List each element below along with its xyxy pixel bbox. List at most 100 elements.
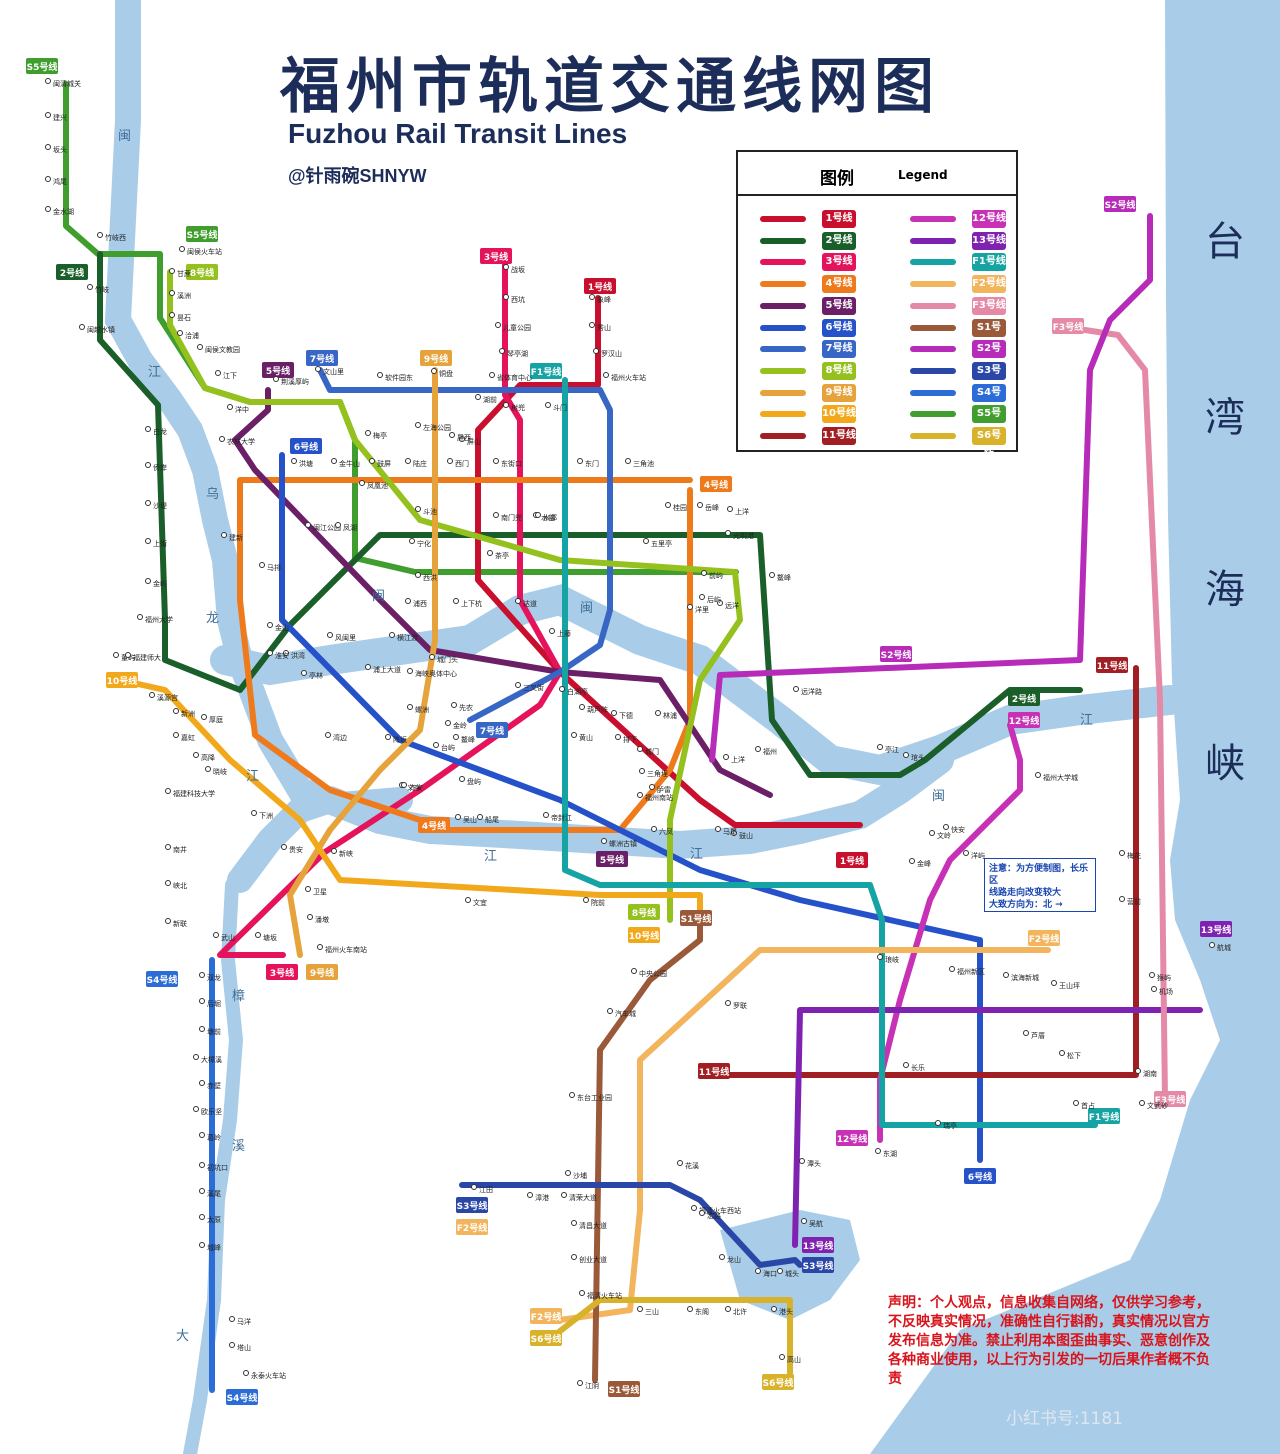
sea-area — [870, 0, 1280, 1454]
station-label: 福建科技大学 — [173, 789, 215, 798]
line-tag-label: 9号线 — [424, 353, 448, 365]
station-label: 后堀 — [207, 999, 221, 1008]
route-S6号线 — [552, 1297, 793, 1378]
legend-color-swatch — [760, 216, 806, 222]
legend-color-swatch — [760, 389, 806, 396]
route-3号线 — [217, 259, 563, 958]
line-tag: F1号线 — [1088, 1108, 1120, 1124]
line-tag-bg — [1028, 930, 1060, 946]
legend-color-swatch — [760, 346, 806, 353]
station-dot — [145, 500, 151, 506]
station-label: 高山 — [787, 1355, 801, 1364]
station-dot — [169, 312, 175, 318]
line-tag-label: S5号线 — [187, 229, 218, 241]
legend-line-badge: S3号线 — [972, 361, 1006, 394]
line-tag: 2号线 — [1008, 690, 1040, 706]
station-label: 双龙 — [207, 973, 221, 982]
station-dot — [145, 578, 151, 584]
station-dot — [315, 366, 321, 372]
station-label: 城头 — [785, 1269, 799, 1278]
line-tag-bg — [584, 278, 616, 294]
station-label: 陆庄 — [413, 459, 427, 468]
legend-item: 1号线 — [738, 210, 866, 228]
station-label: 南井 — [173, 845, 187, 854]
station-label: 远洋 — [725, 601, 739, 610]
station-label: 岳峰 — [705, 503, 719, 512]
station-label: 远洋路 — [801, 687, 822, 696]
station-dot — [451, 702, 457, 708]
station-label: 排下 — [623, 735, 637, 744]
station-dot — [687, 604, 693, 610]
route-11号线 — [727, 665, 1139, 1078]
station-dot — [431, 368, 437, 374]
station-label: 溪洲 — [177, 291, 191, 300]
station-dot — [949, 966, 955, 972]
line-tag-label: 10号线 — [629, 930, 660, 942]
station-label: 上下杭 — [461, 599, 482, 608]
river-label: 江 — [246, 769, 259, 784]
station-dot — [725, 530, 731, 536]
river-label: 乌 — [206, 486, 219, 502]
line-tag-label: 6号线 — [294, 441, 318, 453]
station-dot — [409, 538, 415, 544]
legend-item: S1号线 — [888, 318, 1016, 351]
station-dot — [113, 652, 119, 658]
line-tag-bg — [306, 350, 338, 366]
station-label: 南门兜 — [501, 513, 522, 522]
station-dot — [1003, 972, 1009, 978]
station-dot — [213, 932, 219, 938]
station-dot — [607, 1008, 613, 1014]
route-S3号线 — [459, 1182, 803, 1268]
station-dot — [579, 1290, 585, 1296]
station-label: 荆溪厚屿 — [281, 377, 309, 386]
legend-line-badge: 8号线 — [822, 361, 856, 380]
station-dot — [447, 458, 453, 464]
station-dot — [227, 404, 233, 410]
station-label: 闽侯火车站 — [187, 247, 222, 256]
station-dot — [173, 708, 179, 714]
station-dot — [145, 462, 151, 468]
station-dot — [305, 522, 311, 528]
line-tag-bg — [266, 964, 298, 980]
station-label: 湾边 — [333, 733, 347, 742]
station-dot — [475, 394, 481, 400]
station-label: 建兴 — [53, 113, 67, 122]
station-dot — [503, 264, 509, 270]
legend-item: S4号线 — [888, 383, 1016, 416]
station-label: 闽江公园 — [313, 524, 341, 532]
station-label: 上洋 — [731, 755, 745, 764]
station-dot — [331, 848, 337, 854]
line-tag: 3号线 — [480, 248, 512, 264]
station-dot — [793, 686, 799, 692]
station-label: 下德 — [619, 711, 633, 720]
line-tag: 13号线 — [802, 1237, 834, 1253]
station-label: 义序 — [407, 783, 421, 792]
station-label: 鼓山 — [739, 831, 753, 840]
station-label: 金牛山 — [339, 459, 360, 468]
station-dot — [643, 538, 649, 544]
station-dot — [639, 768, 645, 774]
station-label: 胪雷 — [657, 785, 671, 794]
station-dot — [715, 826, 721, 832]
line-tag-bg — [146, 971, 178, 987]
station-dot — [199, 1080, 205, 1086]
line-tag-bg — [456, 1219, 488, 1235]
station-label: 东门 — [585, 459, 599, 468]
note-line-3: 大致方向为：北 → — [989, 900, 1063, 911]
line-tag-label: 4号线 — [422, 820, 446, 832]
station-dot — [489, 372, 495, 378]
line-tag-label: S6号线 — [763, 1377, 794, 1389]
station-dot — [527, 1192, 533, 1198]
station-dot — [165, 788, 171, 794]
watermark: 小红书号:1181 — [1006, 1409, 1123, 1429]
station-dot — [565, 1170, 571, 1176]
line-tag-label: 2号线 — [60, 267, 84, 279]
legend-line-badge: S4号线 — [972, 383, 1006, 416]
line-tag-bg — [596, 851, 628, 867]
station-dot — [487, 550, 493, 556]
line-tag-label: 8号线 — [190, 267, 214, 279]
line-tag-label: S1号线 — [681, 913, 712, 925]
station-label: 亭林 — [309, 671, 323, 680]
legend-line-badge: 13号线 — [972, 231, 1006, 250]
